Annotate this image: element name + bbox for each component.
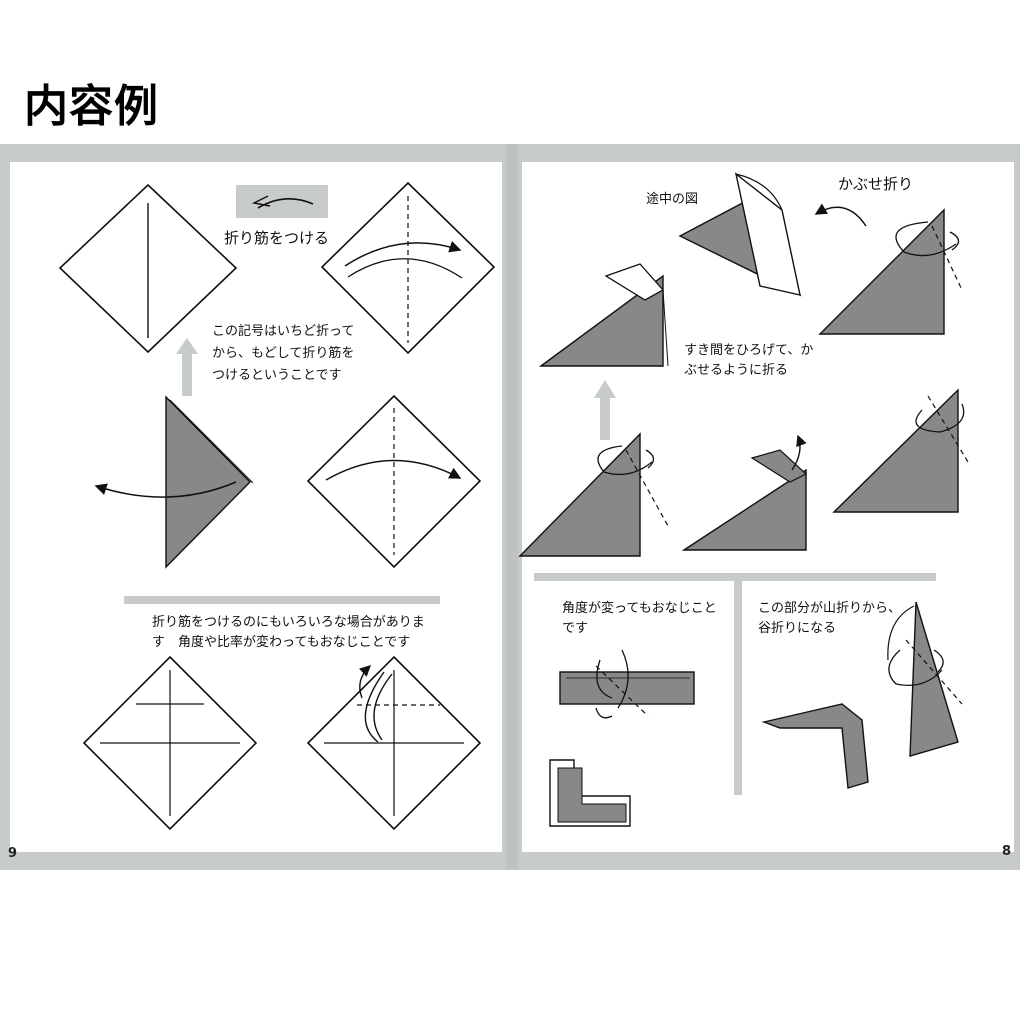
crease-label: 折り筋をつける — [224, 229, 330, 247]
mountain-note-line-2: 谷折りになる — [758, 621, 837, 636]
diagram-diamond-2 — [320, 181, 496, 355]
page-number-left: 9 — [8, 846, 18, 861]
diagram-diamond-1 — [58, 183, 238, 354]
angle-note-line-1: 角度が変ってもおなじこと — [562, 601, 717, 616]
diagram-gray-triangle — [94, 395, 254, 569]
crease-symbol-icon — [236, 185, 328, 218]
diagram-diamond-3 — [306, 394, 482, 569]
diagram-midway-figure — [678, 172, 802, 297]
page-number-right: 8 — [1002, 844, 1012, 859]
midway-label: 途中の図 — [646, 192, 699, 207]
fold-label: かぶせ折り — [838, 175, 914, 193]
diagram-fold-triangle-right — [832, 388, 969, 513]
diagram-diamond-4 — [82, 655, 258, 831]
diagram-diamond-5 — [306, 655, 482, 831]
diagram-fold-triangle-top — [818, 208, 963, 335]
section-divider — [124, 596, 440, 604]
diagram-fold-triangle-middle — [681, 434, 808, 551]
symbol-note-line-2: から、もどして折り筋を — [212, 346, 355, 361]
mountain-note-line-1: この部分が山折りから、 — [758, 601, 902, 616]
up-arrow-icon-2 — [594, 380, 616, 440]
symbol-note-line-3: つけるということです — [212, 368, 342, 383]
open-note-line-2: ぶせるように折る — [684, 363, 789, 378]
diagram-bent-strip — [761, 703, 869, 789]
page-heading: 内容例 — [24, 81, 159, 132]
diagram-bar-fold — [559, 649, 695, 719]
angle-note-line-2: です — [562, 621, 589, 636]
diagram-l-shape — [549, 759, 631, 827]
open-note-line-1: すき間をひろげて、か — [684, 343, 814, 358]
bottom-note-line-1: 折り筋をつけるのにもいろいろな場合がありま — [152, 615, 425, 630]
book-gutter — [506, 144, 518, 870]
bottom-note-line-2: す 角度や比率が変わってもおなじことです — [152, 635, 411, 650]
symbol-note-line-1: この記号はいちど折って — [212, 324, 355, 339]
up-arrow-icon — [176, 338, 198, 396]
section-divider-vertical — [734, 573, 742, 795]
diagram-fold-triangle-left — [518, 432, 669, 557]
diagram-fold-triangle-flap — [538, 263, 669, 367]
diagram-tall-fold — [887, 601, 963, 757]
curved-arrow-icon — [814, 203, 867, 227]
